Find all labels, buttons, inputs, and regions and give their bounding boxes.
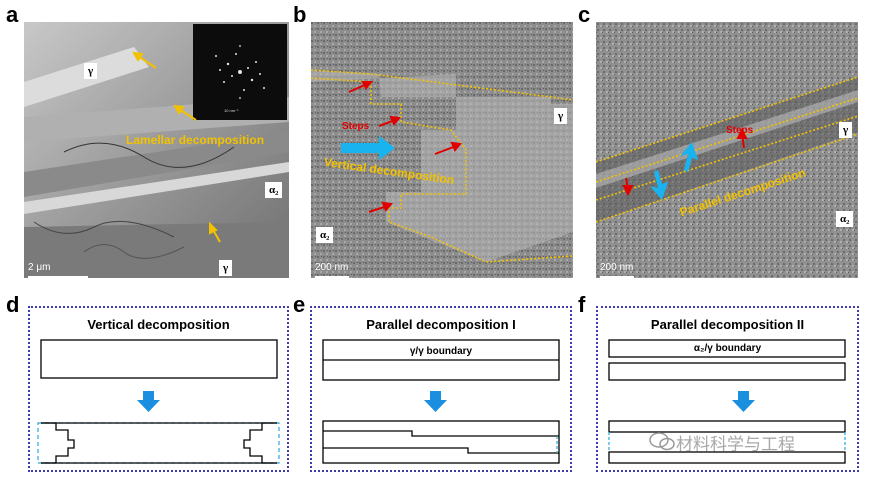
schematic-e-title: Parallel decomposition I <box>366 317 516 332</box>
scale-bar-a-label: 2 μm <box>28 262 51 273</box>
steps-label-c: Steps <box>726 125 754 136</box>
wechat-icon <box>649 432 675 451</box>
gamma-gamma-boundary-label: γ/γ boundary <box>409 346 473 357</box>
arrows-b <box>341 81 462 213</box>
schematic-f-art <box>608 339 846 464</box>
schematic-d-art <box>37 339 280 464</box>
schematic-f-title: Parallel decomposition II <box>650 317 805 332</box>
schematic-e-art <box>322 339 560 464</box>
panel-letter-e: e <box>293 292 306 317</box>
inset-scale-label: 10 nm⁻¹ <box>224 108 239 113</box>
alpha2-label-a: α₂ <box>265 182 283 198</box>
yellow-arrows-a <box>132 51 221 243</box>
diffraction-inset <box>215 45 265 99</box>
tem-image-c: Steps Parallel decomposition γ α₂ 200 nm <box>596 22 858 278</box>
scale-bar-c-label: 200 nm <box>600 262 634 273</box>
tem-image-a: 10 nm⁻¹ γ γ α₂ Lamellar decomposition 2 … <box>24 22 289 278</box>
tem-image-b-art <box>311 22 573 278</box>
scale-bar-a <box>28 276 88 278</box>
scale-bar-b-label: 200 nm <box>315 262 349 273</box>
panel-letter-c: c <box>578 2 591 27</box>
alpha2-label-c: α₂ <box>836 211 854 227</box>
scale-bar-c <box>600 276 634 278</box>
schematic-d: Vertical decomposition <box>28 306 289 472</box>
watermark-text: 材料科学与工程 <box>676 435 795 455</box>
gamma-label-a1: γ <box>84 63 98 79</box>
lamellar-decomposition-label: Lamellar decomposition <box>126 133 265 147</box>
panel-letter-d: d <box>6 292 20 317</box>
panel-letter-a: a <box>6 2 19 27</box>
arrows-c <box>622 127 748 200</box>
panel-letter-f: f <box>578 292 586 317</box>
schematic-f: Parallel decomposition II α₂/γ boundary … <box>596 306 859 472</box>
tem-image-a-art <box>24 22 289 278</box>
schematic-d-title: Vertical decomposition <box>87 317 230 332</box>
panel-letter-b: b <box>293 2 307 27</box>
steps-label-b: Steps <box>342 121 370 132</box>
schematic-e: Parallel decomposition I γ/γ boundary <box>310 306 572 472</box>
scale-bar-b <box>315 276 349 278</box>
alpha2-gamma-boundary-label: α₂/γ boundary <box>693 343 762 354</box>
gamma-label-c: γ <box>839 122 853 138</box>
alpha2-label-b: α₂ <box>316 227 334 243</box>
gamma-label-a2: γ <box>219 260 233 276</box>
gamma-label-b: γ <box>554 108 568 124</box>
tem-image-c-art <box>596 22 858 278</box>
tem-image-b: Steps Vertical decomposition γ α₂ 200 nm <box>311 22 573 278</box>
